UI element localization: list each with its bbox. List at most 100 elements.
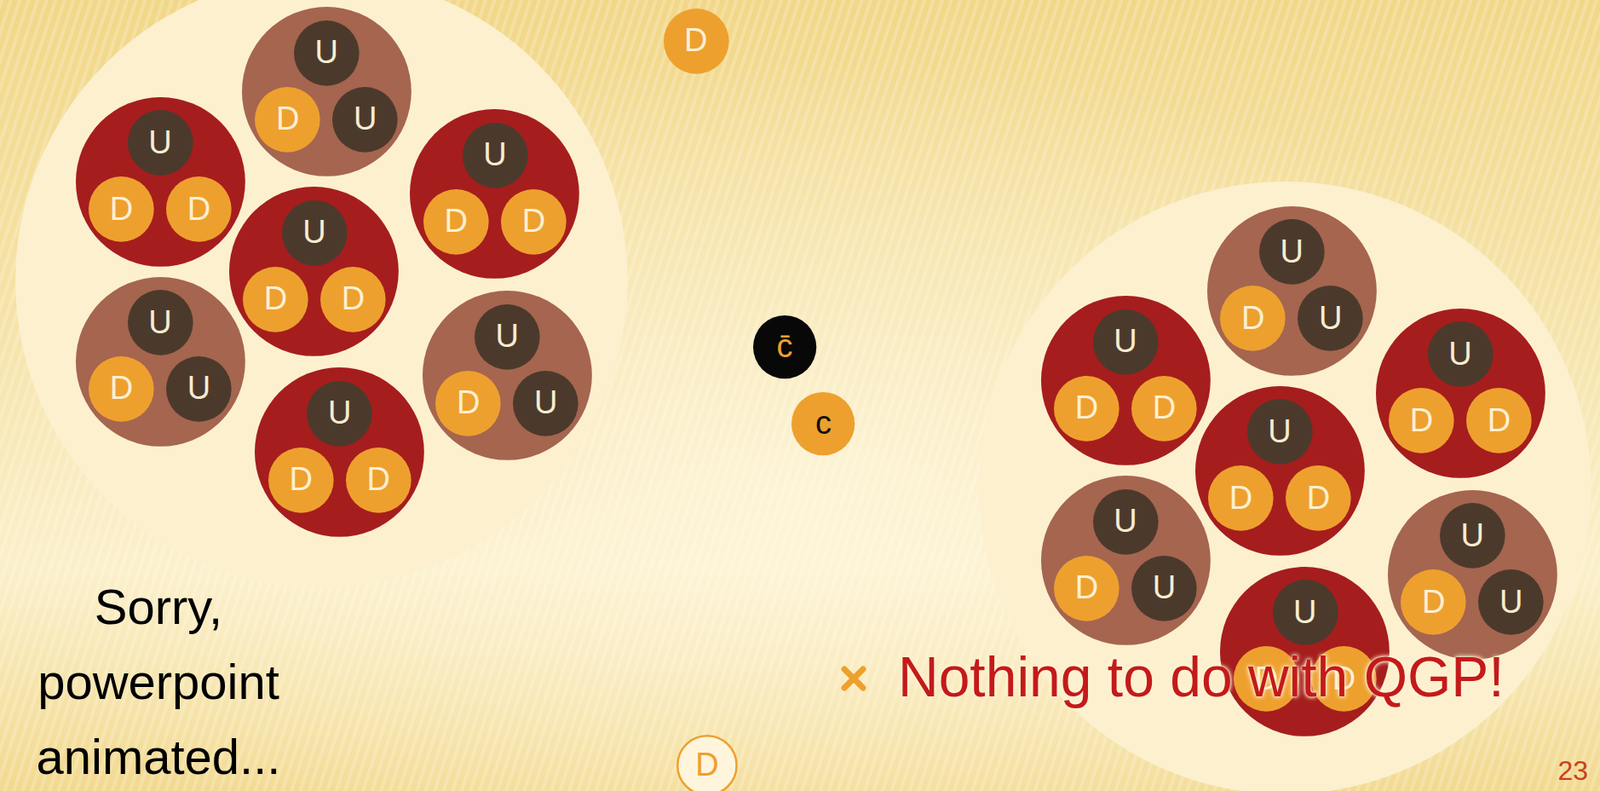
up-quark-circle: U — [462, 122, 529, 189]
quark-label: D — [1152, 389, 1176, 427]
circle-shape — [1131, 555, 1198, 622]
circle-shape — [663, 8, 730, 75]
quark-label: D — [1487, 402, 1511, 440]
quark-label: D — [695, 746, 719, 784]
circle-shape — [229, 186, 399, 357]
proton-circle: UDU — [1207, 206, 1377, 376]
down-quark-circle: D — [1208, 465, 1274, 531]
circle-shape — [127, 289, 194, 356]
down-quark-circle: D — [320, 266, 386, 333]
circle-shape — [1207, 206, 1377, 376]
up-quark-circle: U — [332, 86, 398, 153]
quark-label: U — [1113, 322, 1137, 361]
note-text: Sorry, powerpoint animated... — [13, 569, 304, 791]
up-quark-circle: U — [293, 20, 360, 87]
up-quark-circle: U — [1272, 579, 1339, 645]
down-quark-circle: D — [663, 8, 730, 75]
quark-label: D — [456, 384, 480, 422]
circle-shape — [320, 266, 386, 333]
down-quark-circle: D — [268, 447, 334, 513]
quark-label: U — [1461, 517, 1485, 555]
circle-shape — [423, 189, 490, 255]
up-quark-circle: U — [1259, 218, 1325, 285]
quark-label: c — [815, 404, 832, 443]
quark-label: U — [1267, 413, 1291, 451]
up-quark-circle: U — [1478, 569, 1544, 635]
neutron-circle: UDD — [409, 109, 580, 279]
quark-label: D — [1410, 402, 1434, 440]
quark-label: c̄ — [776, 328, 794, 366]
quark-label: D — [1229, 479, 1253, 518]
circle-shape — [1247, 398, 1313, 465]
down-quark-circle: D — [435, 370, 501, 437]
circle-shape — [791, 391, 855, 455]
down-quark-circle: D — [423, 189, 490, 255]
up-quark-circle: U — [512, 370, 579, 437]
circle-shape — [1439, 502, 1506, 569]
quark-label: D — [341, 280, 365, 318]
circle-shape — [1400, 569, 1467, 635]
circle-shape — [422, 290, 593, 461]
neutron-circle: UD D — [75, 97, 246, 267]
up-quark-circle: U — [166, 356, 232, 422]
quark-label: D — [444, 202, 468, 241]
circle-shape — [166, 176, 232, 242]
down-quark-circle: D — [345, 447, 412, 513]
charm-quark-circle: c — [791, 391, 855, 455]
up-quark-circle: U — [306, 380, 373, 447]
up-quark-circle: U — [127, 109, 194, 176]
quark-label: U — [148, 304, 172, 342]
up-quark-circle: U — [1427, 321, 1494, 387]
down-quark-circle: D — [1053, 375, 1120, 442]
quark-label: U — [1318, 299, 1342, 338]
neutron-circle: UD D — [229, 186, 399, 357]
quark-label: D — [684, 22, 708, 60]
circle-shape — [1208, 465, 1274, 531]
circle-shape — [242, 266, 309, 333]
circle-shape — [1259, 218, 1325, 285]
up-quark-circle: U — [1247, 398, 1313, 465]
down-quark-circle: D — [1400, 569, 1467, 635]
quark-label: D — [1306, 479, 1330, 518]
up-quark-circle: U — [1131, 555, 1198, 622]
circle-shape — [254, 367, 425, 537]
quark-label: D — [187, 190, 211, 229]
up-quark-circle: U — [127, 289, 194, 356]
quark-label: U — [1499, 583, 1523, 622]
down-quark-circle: D — [1466, 387, 1532, 454]
proton-circle: UDU — [1041, 475, 1211, 645]
quark-label: D — [109, 369, 133, 408]
down-quark-circle: D — [242, 266, 309, 333]
circle-shape — [268, 447, 334, 513]
down-quark-outline-circle: D — [676, 734, 738, 791]
quark-label: U — [328, 394, 352, 432]
circle-shape — [88, 356, 155, 422]
quark-label: U — [187, 369, 211, 408]
quark-label: D — [264, 280, 288, 318]
circle-shape — [254, 86, 321, 153]
quark-label: U — [302, 213, 326, 252]
quark-label: D — [367, 460, 391, 499]
circle-shape — [88, 176, 155, 242]
circle-shape — [15, 0, 628, 588]
quark-label: D — [276, 100, 300, 139]
circle-shape — [462, 122, 529, 189]
down-quark-circle: D — [88, 176, 155, 242]
quark-label: D — [1421, 583, 1445, 622]
quark-label: D — [289, 460, 313, 499]
circle-shape — [293, 20, 360, 87]
down-quark-circle: D — [500, 189, 567, 255]
circle-shape — [474, 304, 541, 370]
quark-label: D — [1241, 299, 1265, 338]
circle-shape — [1041, 295, 1211, 466]
circle-shape — [1220, 285, 1286, 352]
circle-shape — [241, 6, 412, 177]
proton-circle: UDU — [75, 276, 246, 447]
quark-label: U — [483, 136, 507, 174]
quark-label: D — [109, 190, 133, 229]
circle-shape — [1297, 285, 1364, 352]
anticharm-quark-circle: c̄ — [753, 315, 817, 379]
circle-shape — [1466, 387, 1532, 454]
circle-shape — [75, 276, 246, 447]
